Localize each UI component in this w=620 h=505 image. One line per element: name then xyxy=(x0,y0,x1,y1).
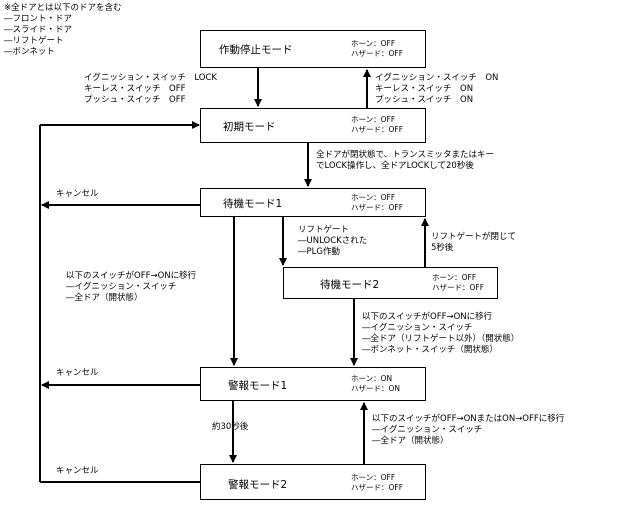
transition-label: ―PLG作動 xyxy=(298,247,340,257)
transition-label: ―UNLOCKされた xyxy=(298,236,368,246)
state-name: 待機モード1 xyxy=(223,198,283,210)
state-box-alarm2: 警報モード2 ホーン：OFF ハザード：OFF xyxy=(200,464,426,500)
transition-label: リフトゲートが閉じて xyxy=(431,232,517,242)
transition-label: キーレス・スイッチ ON xyxy=(375,84,474,94)
state-box-standby2: 待機モード2 ホーン：OFF ハザード：OFF xyxy=(283,267,498,299)
hazard-status: ハザード：OFF xyxy=(351,203,404,212)
horn-status: ホーン：OFF xyxy=(351,473,396,482)
transition-label: イグニッション・スイッチ LOCK xyxy=(84,73,217,83)
note-item: ―フロント・ドア xyxy=(4,14,73,24)
transition-label: 以下のスイッチがOFF→ONまたはON→OFFに移行 xyxy=(372,414,565,424)
transition-label: 全ドアが閉状態で、トランスミッタまたはキー xyxy=(316,150,494,160)
transition-label: ―イグニッション・スイッチ xyxy=(66,282,177,292)
transition-label: リフトゲート xyxy=(298,225,350,235)
state-name: 警報モード2 xyxy=(228,479,288,491)
transition-label: 以下のスイッチがOFF→ONに移行 xyxy=(362,312,493,322)
transition-label: ―全ドア（開状態） xyxy=(372,436,449,446)
state-box-standby1: 待機モード1 ホーン：OFF ハザード：OFF xyxy=(200,188,426,217)
horn-status: ホーン：ON xyxy=(351,374,393,383)
horn-status: ホーン：OFF xyxy=(351,39,396,48)
cancel-label: キャンセル xyxy=(56,466,99,476)
note-title: ※全ドアとは以下のドアを含む xyxy=(4,3,122,13)
hazard-status: ハザード：OFF xyxy=(351,49,404,58)
transition-label: ―全ドア（リフトゲート以外）（開状態） xyxy=(362,334,520,344)
cancel-label: キャンセル xyxy=(56,368,99,378)
transition-label: プッシュ・スイッチ OFF xyxy=(84,95,186,105)
transition-label: 以下のスイッチがOFF→ONに移行 xyxy=(66,271,197,281)
horn-status: ホーン：OFF xyxy=(351,115,396,124)
transition-label: イグニッション・スイッチ ON xyxy=(375,73,499,83)
hazard-status: ハザード：ON xyxy=(351,384,401,393)
transition-label: 約30秒後 xyxy=(212,422,249,432)
transition-label: でLOCK操作し、全ドアLOCKして20秒後 xyxy=(316,161,474,171)
state-name: 警報モード1 xyxy=(228,380,288,392)
transition-label: プッシュ・スイッチ ON xyxy=(375,95,474,105)
transition-label: ―ボンネット・スイッチ（開状態） xyxy=(362,345,498,355)
horn-status: ホーン：OFF xyxy=(432,273,477,282)
state-name: 作動停止モード xyxy=(219,44,293,56)
transition-label: ―イグニッション・スイッチ xyxy=(372,425,483,435)
note-item: ―リフトゲート xyxy=(4,36,64,46)
cancel-label: キャンセル xyxy=(56,189,99,199)
state-box-stop: 作動停止モード ホーン：OFF ハザード：OFF xyxy=(200,30,426,68)
hazard-status: ハザード：OFF xyxy=(432,283,485,292)
state-box-initial: 初期モード ホーン：OFF ハザード：OFF xyxy=(200,108,426,143)
hazard-status: ハザード：OFF xyxy=(351,483,404,492)
note-item: ―ボンネット xyxy=(4,47,55,57)
note-item: ―スライド・ドア xyxy=(4,25,73,35)
horn-status: ホーン：OFF xyxy=(351,193,396,202)
state-name: 初期モード xyxy=(223,121,276,133)
transition-label: 5秒後 xyxy=(431,243,454,253)
state-name: 待機モード2 xyxy=(320,279,380,291)
state-box-alarm1: 警報モード1 ホーン：ON ハザード：ON xyxy=(200,367,426,401)
transition-label: キーレス・スイッチ OFF xyxy=(84,84,186,94)
transition-label: ―イグニッション・スイッチ xyxy=(362,323,473,333)
hazard-status: ハザード：OFF xyxy=(351,125,404,134)
transition-label: ―全ドア（開状態） xyxy=(66,293,143,303)
